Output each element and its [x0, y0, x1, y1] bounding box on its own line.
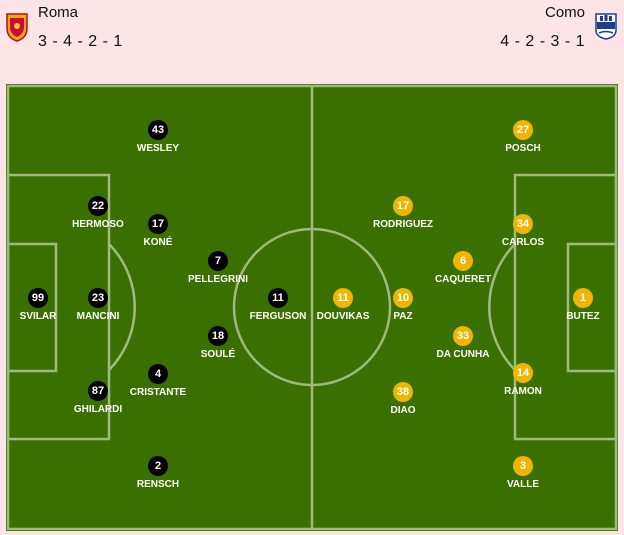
player-number: 7: [208, 251, 228, 271]
away-team-name: Como: [544, 4, 585, 21]
player-number: 18: [208, 326, 228, 346]
player-number: 2: [148, 456, 168, 476]
player-number: 22: [88, 196, 108, 216]
player-number: 27: [513, 120, 533, 140]
home-formation: 3 - 4 - 2 - 1: [38, 33, 123, 50]
player-name: RODRIGUEZ: [373, 219, 433, 230]
player-name: PELLEGRINI: [187, 274, 248, 285]
away-formation: 4 - 2 - 3 - 1: [500, 33, 585, 50]
player-name: GHILARDI: [73, 404, 123, 415]
pitch: 99 SVILAR 23 MANCINI 22 HERMOSO 87 GHILA…: [6, 84, 618, 531]
player-name: POSCH: [505, 143, 541, 154]
player-name: DIAO: [390, 405, 416, 416]
player-number: 34: [513, 214, 533, 234]
player-number: 11: [333, 288, 353, 308]
player-number: 11: [268, 288, 288, 308]
player-name: HERMOSO: [72, 219, 124, 230]
player-name: PAZ: [393, 311, 413, 322]
player-number: 10: [393, 288, 413, 308]
player-name: SVILAR: [19, 311, 57, 322]
player-number: 14: [513, 363, 533, 383]
player-name: RAMON: [504, 386, 542, 397]
home-team-name: Roma: [38, 4, 79, 21]
player-name: WESLEY: [136, 143, 180, 154]
player-number: 17: [148, 214, 168, 234]
player-name: CARLOS: [501, 237, 545, 248]
player-name: CRISTANTE: [129, 387, 187, 398]
player-name: KONÉ: [143, 237, 173, 248]
player-number: 17: [393, 196, 413, 216]
pitch-lines: [6, 84, 618, 531]
player-name: VALLE: [506, 479, 540, 490]
player-number: 43: [148, 120, 168, 140]
player-number: 87: [88, 381, 108, 401]
player-number: 38: [393, 382, 413, 402]
player-name: DA CUNHA: [436, 349, 490, 360]
player-name: CAQUERET: [434, 274, 492, 285]
player-number: 99: [28, 288, 48, 308]
player-number: 33: [453, 326, 473, 346]
match-header: Roma 3 - 4 - 2 - 1 Como 4 - 2 - 3 - 1: [0, 0, 624, 80]
player-number: 6: [453, 251, 473, 271]
player-number: 3: [513, 456, 533, 476]
roma-crest-icon: [6, 12, 28, 42]
player-name: SOULÉ: [200, 349, 236, 360]
player-name: FERGUSON: [249, 311, 307, 322]
player-number: 4: [148, 364, 168, 384]
como-crest-icon: [594, 12, 618, 40]
player-number: 1: [573, 288, 593, 308]
player-name: DOUVIKAS: [316, 311, 370, 322]
player-name: MANCINI: [76, 311, 120, 322]
player-name: RENSCH: [136, 479, 180, 490]
player-name: BUTEZ: [566, 311, 600, 322]
player-number: 23: [88, 288, 108, 308]
